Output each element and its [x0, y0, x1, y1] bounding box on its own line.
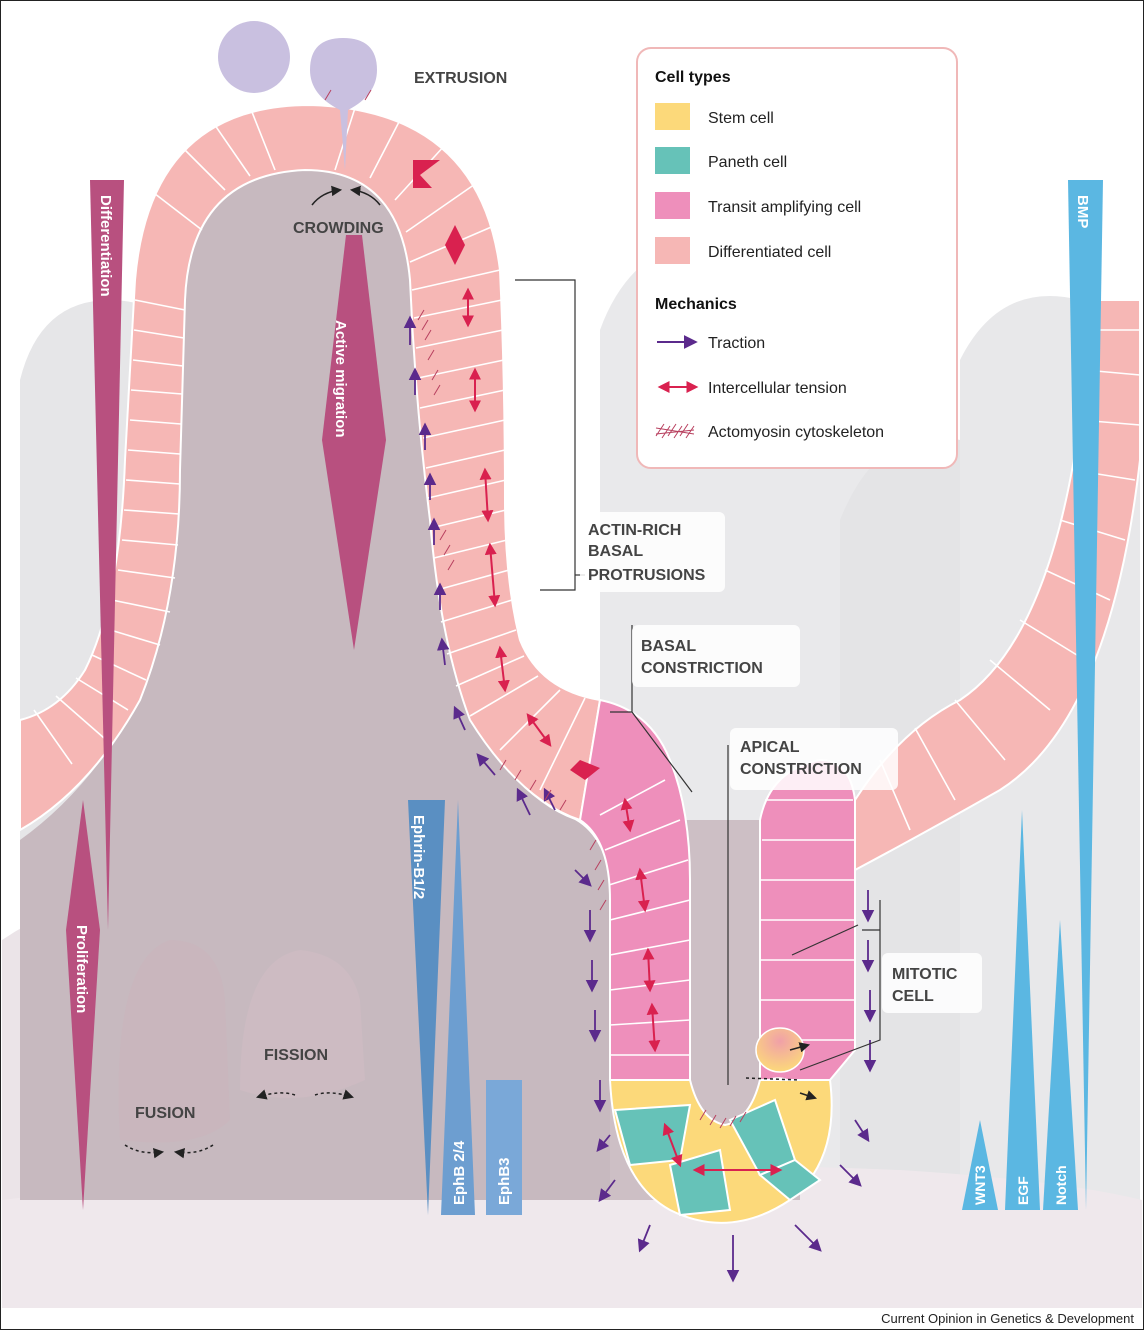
extruded-cell [218, 21, 290, 93]
ta-cell-swatch [655, 192, 690, 219]
paneth-cell-swatch [655, 147, 690, 174]
basal-constriction-box [632, 625, 800, 687]
basal-constriction-1: BASAL [641, 638, 696, 655]
mitotic-cell-1: MITOTIC [892, 966, 958, 983]
differentiated-cell-label: Differentiated cell [708, 244, 831, 261]
crowding-label: CROWDING [293, 220, 384, 237]
ephb24-label: EphB 2/4 [451, 1140, 468, 1205]
mitotic-cell-shape [756, 1028, 804, 1072]
wnt3-label: WNT3 [972, 1165, 988, 1205]
legend-cell-types-title: Cell types [655, 69, 731, 86]
differentiated-cell-swatch [655, 237, 690, 264]
differentiation-label: Differentiation [97, 195, 114, 297]
figure-credit: Current Opinion in Genetics & Developmen… [881, 1311, 1134, 1326]
fusion-label: FUSION [135, 1105, 195, 1122]
tension-label: Intercellular tension [708, 380, 847, 397]
ephrin-label: Ephrin-B1/2 [410, 815, 427, 899]
actin-label-3: PROTRUSIONS [588, 567, 706, 584]
proliferation-label: Proliferation [73, 925, 90, 1013]
actomyosin-label: Actomyosin cytoskeleton [708, 424, 884, 441]
egf-label: EGF [1015, 1176, 1031, 1205]
apical-constriction-1: APICAL [740, 739, 800, 756]
apical-constriction-2: CONSTRICTION [740, 761, 862, 778]
bmp-label: BMP [1074, 195, 1091, 228]
actin-label-1: ACTIN-RICH [588, 522, 681, 539]
ta-cell-label: Transit amplifying cell [708, 199, 861, 216]
ephb3-label: EphB3 [496, 1157, 513, 1205]
legend-mechanics-title: Mechanics [655, 296, 737, 313]
active-migration-label: Active migration [332, 320, 349, 438]
fission-label: FISSION [264, 1047, 328, 1064]
extrusion-label: EXTRUSION [414, 70, 507, 87]
notch-label: Notch [1053, 1165, 1069, 1205]
stem-cell-swatch [655, 103, 690, 130]
actin-label-2: BASAL [588, 543, 643, 560]
paneth-cell-label: Paneth cell [708, 154, 787, 171]
mitotic-cell-2: CELL [892, 988, 934, 1005]
apical-constriction-box [730, 728, 898, 790]
stem-cell-label: Stem cell [708, 110, 774, 127]
legend: Cell types Stem cell Paneth cell Transit… [637, 48, 957, 468]
basal-constriction-2: CONSTRICTION [641, 660, 763, 677]
traction-label: Traction [708, 335, 765, 352]
